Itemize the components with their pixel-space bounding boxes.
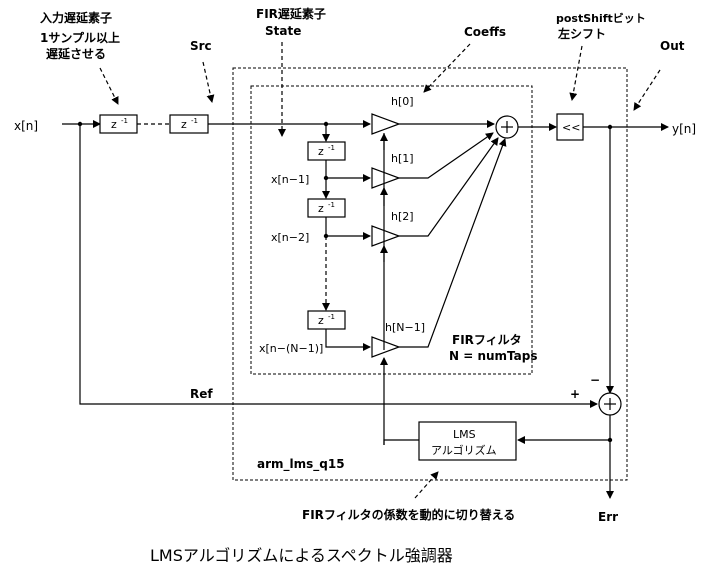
tap1-label: x[n−1] — [271, 173, 309, 186]
fir-filter-label: FIRフィルタ — [452, 333, 522, 347]
fir-delay-box-n: z -1 — [307, 310, 346, 330]
minus-sign: − — [590, 373, 600, 387]
tap-n-line — [325, 329, 371, 351]
diagram-caption: LMSアルゴリズムによるスペクトル強調器 — [150, 546, 453, 565]
gain-triangle-h1 — [371, 167, 401, 189]
tap2-label: x[n−2] — [271, 231, 309, 244]
svg-text:-1: -1 — [191, 117, 198, 125]
plus-sign: + — [570, 387, 580, 401]
svg-text:-1: -1 — [328, 201, 335, 209]
function-name-label: arm_lms_q15 — [257, 457, 345, 472]
err-label: Err — [598, 510, 618, 524]
post-shift-label: postShiftビット — [556, 11, 646, 25]
h2-to-adder — [399, 137, 499, 237]
fir-delay-label: FIR遅延素子 — [256, 6, 326, 21]
gain-triangle-hN1 — [371, 336, 401, 358]
svg-text:<<: << — [562, 121, 580, 134]
ref-line — [79, 124, 598, 408]
delay-note-line1: 1サンプル以上 — [40, 30, 120, 45]
coef-h1-label: h[1] — [391, 152, 414, 165]
delay-element-label: 入力遅延素子 — [40, 10, 112, 25]
gain-triangle-h0 — [371, 113, 401, 135]
error-adder-icon — [598, 392, 622, 416]
svg-text:-1: -1 — [328, 144, 335, 152]
coef-h0-label: h[0] — [391, 95, 414, 108]
h1-to-adder — [399, 132, 494, 179]
input-delay-box-1: z -1 — [99, 114, 138, 134]
delay-pointer — [99, 67, 119, 105]
post-shift-label-2: 左シフト — [557, 26, 606, 41]
coef-h2-label: h[2] — [391, 210, 414, 223]
svg-text:z: z — [111, 118, 117, 131]
ref-label: Ref — [190, 387, 213, 401]
num-taps-label: N = numTaps — [449, 349, 538, 363]
gain-triangle-h2 — [371, 225, 401, 247]
lms-to-coef — [383, 439, 419, 445]
coeffs-label: Coeffs — [464, 25, 506, 39]
update-note-pointer — [414, 471, 439, 499]
svg-text:-1: -1 — [328, 313, 335, 321]
svg-text:LMS: LMS — [453, 428, 476, 441]
fir-delay-box-1: z -1 — [307, 141, 346, 161]
adder-icon — [495, 115, 519, 139]
out-pointer — [633, 69, 661, 111]
update-note-label: FIRフィルタの係数を動的に切り替える — [302, 507, 515, 522]
delay-note-line2: 遅延させる — [46, 46, 106, 61]
hN1-to-adder — [399, 138, 507, 348]
src-pointer — [202, 61, 215, 103]
out-label: Out — [660, 39, 685, 53]
svg-text:z: z — [318, 202, 324, 215]
state-label: State — [265, 24, 301, 38]
coef-hN1-label: h[N−1] — [385, 321, 425, 334]
lms-block-outline — [232, 67, 628, 481]
svg-text:z: z — [318, 314, 324, 327]
input-delay-box-2: z -1 — [169, 114, 209, 134]
fir-block-outline — [250, 85, 533, 375]
svg-text:z: z — [181, 118, 187, 131]
shift-box: << — [556, 113, 584, 141]
src-label: Src — [190, 39, 212, 53]
lms-algorithm-box: LMS アルゴリズム — [418, 421, 517, 461]
fir-delay-box-2: z -1 — [307, 198, 346, 218]
tap0-junction — [323, 121, 329, 127]
tapN-label: x[n−(N−1)] — [259, 342, 323, 355]
svg-text:-1: -1 — [121, 117, 128, 125]
svg-text:z: z — [318, 145, 324, 158]
input-label: x[n] — [14, 119, 38, 133]
post-shift-pointer — [569, 45, 583, 101]
output-label: y[n] — [672, 122, 696, 136]
svg-text:アルゴリズム: アルゴリズム — [431, 443, 497, 457]
